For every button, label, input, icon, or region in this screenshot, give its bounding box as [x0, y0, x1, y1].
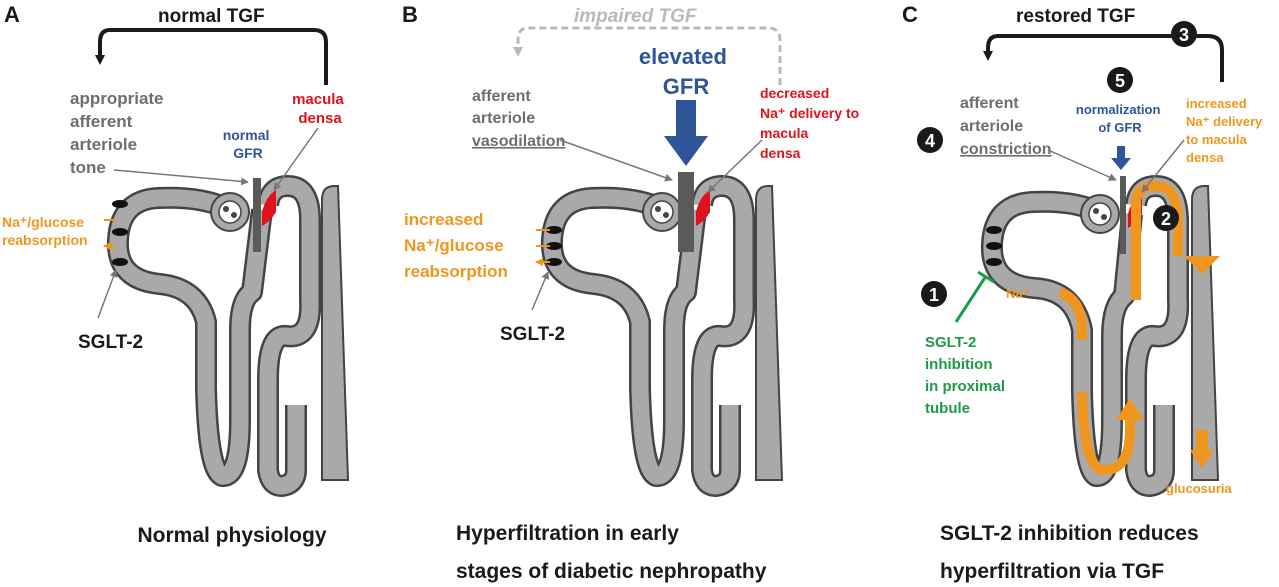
tgf-feedback-arrow: [513, 26, 782, 85]
distal-flow-head: [1116, 398, 1144, 420]
panel-caption: SGLT-2 inhibition reduces hyperfiltratio…: [940, 522, 1204, 583]
panel-b: B impaired TGF elevated GFR: [402, 2, 863, 583]
tgf-label: normal TGF: [158, 6, 265, 27]
glucosuria-label: glucosuria: [1166, 481, 1233, 496]
panel-c: C restored TGF: [902, 2, 1266, 583]
step-3: 3: [1179, 25, 1189, 45]
macula-pointer: [273, 127, 319, 191]
afferent-label: afferent arteriole vasodilation: [472, 88, 565, 150]
panel-letter: C: [902, 2, 918, 27]
nephron: [954, 146, 1220, 498]
sglt-pointer: [531, 271, 549, 311]
macula-label: increased Na⁺ delivery to macula densa: [1186, 96, 1266, 165]
sglt-label: SGLT-2: [500, 324, 565, 345]
step-1: 1: [929, 285, 939, 305]
afferent-pointer: [1047, 149, 1117, 181]
afferent-label: appropriate afferent arteriole tone: [70, 89, 168, 177]
sglt2-transporters: [546, 226, 562, 266]
afferent-label: afferent arteriole constriction: [960, 95, 1052, 158]
macula-pointer: [707, 139, 763, 193]
tgf-feedback-arrow: [983, 34, 1224, 82]
nephron: [104, 174, 350, 498]
panel-caption: Normal physiology: [137, 524, 326, 547]
macula-label: decreased Na⁺ delivery to macula densa: [760, 85, 863, 161]
afferent-arteriole: [1120, 176, 1126, 254]
step-5: 5: [1115, 71, 1125, 91]
gfr-label: normal GFR: [223, 127, 274, 161]
collecting-flow-arrow: [1184, 256, 1220, 274]
inhibition-bar: [977, 270, 995, 284]
nephron: [536, 100, 784, 498]
afferent-arteriole: [253, 178, 261, 252]
sodium-flow-arrow: [1057, 287, 1087, 341]
panel-letter: A: [4, 2, 20, 27]
macula-flow-arrow: [1131, 180, 1183, 300]
sglt2-transporters: [112, 200, 128, 266]
gfr-label: normalization of GFR: [1076, 102, 1164, 135]
sglt-pointer: [97, 269, 118, 319]
macula-label: macula densa: [292, 91, 348, 127]
reabsorption-label: Na⁺/glucose reabsorption: [2, 214, 88, 248]
afferent-arteriole: [678, 172, 694, 252]
step-4: 4: [925, 131, 935, 151]
afferent-pointer: [113, 169, 249, 186]
afferent-pointer: [559, 139, 673, 182]
gfr-label: elevated GFR: [639, 44, 733, 99]
collecting-duct: [321, 185, 350, 481]
distal-flow-arrow: [1077, 391, 1135, 476]
inhibition-line: [954, 275, 988, 323]
reabsorption-label: increased Na⁺/glucose reabsorption: [404, 210, 508, 281]
sglt-label: SGLT-2: [78, 332, 143, 353]
panel-caption: Hyperfiltration in early stages of diabe…: [456, 522, 767, 583]
reabsorption-arrows: [536, 229, 550, 262]
macula-densa: [696, 190, 710, 226]
panel-a: A normal TGF appropriate afferent: [2, 2, 350, 547]
macula-densa: [262, 190, 276, 226]
gfr-arrow: [664, 100, 708, 166]
panel-letter: B: [402, 2, 418, 27]
macula-pointer: [1141, 139, 1185, 193]
tgf-label: impaired TGF: [574, 6, 698, 27]
step-2: 2: [1161, 209, 1171, 229]
reabsorption-arrows: [104, 219, 116, 246]
glucosuria-arrow: [1190, 430, 1214, 468]
tgf-feedback-arrow: [95, 28, 328, 85]
gfr-arrow: [1111, 146, 1131, 170]
sglt2-transporters: [986, 226, 1002, 266]
sglt-inhibition-label: SGLT-2 inhibition in proximal tubule: [925, 334, 1009, 417]
tgf-label: restored TGF: [1016, 6, 1135, 27]
step-markers: 1 2 3 4 5: [917, 21, 1197, 307]
sodium-label: Na⁺: [1006, 286, 1030, 301]
